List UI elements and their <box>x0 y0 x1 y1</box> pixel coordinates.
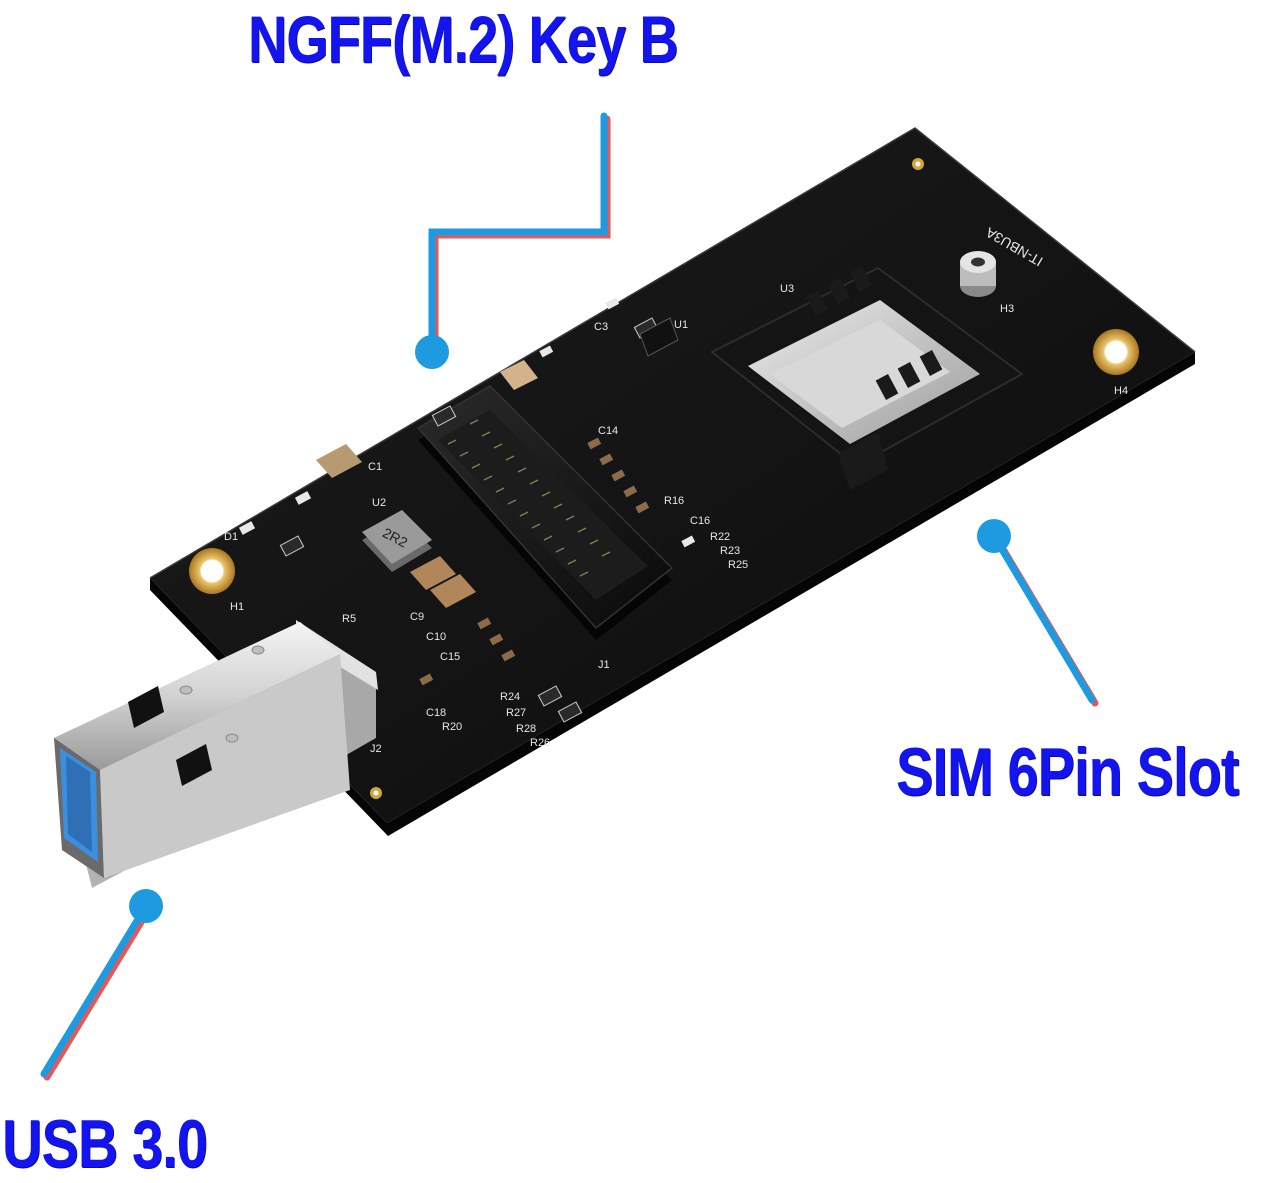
ref-c9: C9 <box>410 611 424 623</box>
m2-key-b-connector <box>416 385 674 640</box>
ref-r26: R26 <box>530 737 550 749</box>
ref-r23: R23 <box>720 545 740 557</box>
ref-r22: R22 <box>710 531 730 543</box>
ref-h1: H1 <box>230 601 244 613</box>
mounting-hole-h1 <box>189 548 235 594</box>
passive-components <box>238 297 696 723</box>
inductor-2r2: 2R2 <box>362 510 432 572</box>
ref-j1: J1 <box>598 659 610 671</box>
m2-contact-pins <box>447 419 611 577</box>
mounting-hole-h4 <box>1093 329 1139 375</box>
ref-r28: R28 <box>516 723 536 735</box>
ref-c16: C16 <box>690 515 710 527</box>
ref-c18: C18 <box>426 707 446 719</box>
ref-c3: C3 <box>594 321 608 333</box>
silkscreen-text: IT-NBU3A U1 U2 U3 J1 J2 H1 H3 H4 C1 C3 C… <box>224 224 1128 755</box>
ref-c1: C1 <box>368 461 382 473</box>
ref-r27: R27 <box>506 707 526 719</box>
pcb-board <box>149 127 1196 836</box>
callout-line-sim <box>977 519 1099 707</box>
callout-dot-ngff <box>415 335 449 369</box>
ref-d1: D1 <box>224 531 238 543</box>
ref-j2: J2 <box>370 743 382 755</box>
callout-line-ngff <box>415 112 611 369</box>
ref-c15: C15 <box>440 651 460 663</box>
ref-r24: R24 <box>500 691 520 703</box>
ref-u1: U1 <box>674 319 688 331</box>
callout-line-usb <box>40 889 163 1081</box>
ref-r25: R25 <box>728 559 748 571</box>
standoff-h3 <box>960 251 996 297</box>
pcb-top-face <box>150 128 1195 823</box>
ref-r5: R5 <box>342 613 356 625</box>
callout-dot-sim <box>977 519 1011 553</box>
ref-u2: U2 <box>372 497 386 509</box>
ref-h3: H3 <box>1000 303 1014 315</box>
sim-slot-label: SIM 6Pin Slot <box>896 734 1239 810</box>
ref-r20: R20 <box>442 721 462 733</box>
ref-u3: U3 <box>780 283 794 295</box>
usb-retention-hole-2 <box>176 744 212 786</box>
ref-c10: C10 <box>426 631 446 643</box>
ref-r16: R16 <box>664 495 684 507</box>
ref-c14: C14 <box>598 425 618 437</box>
callout-dot-usb <box>129 889 163 923</box>
usb-3-plug <box>54 620 378 888</box>
sim-card-slot <box>710 266 1024 490</box>
ref-h4: H4 <box>1114 385 1128 397</box>
small-via-pads <box>370 158 924 799</box>
usb-retention-hole-1 <box>128 686 164 728</box>
usb-3-label: USB 3.0 <box>2 1106 208 1182</box>
ngff-key-b-label: NGFF(M.2) Key B <box>248 2 679 76</box>
